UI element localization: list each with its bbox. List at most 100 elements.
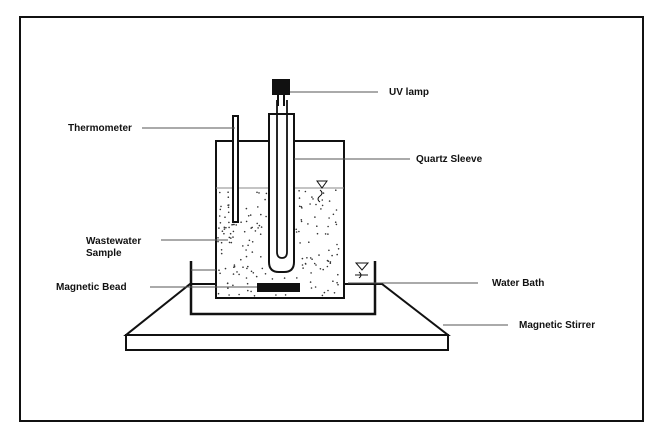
sample-particle <box>309 203 311 205</box>
sample-particle <box>284 294 287 296</box>
sample-particle <box>260 255 262 258</box>
sample-particle <box>326 259 329 262</box>
sample-particle <box>310 272 312 274</box>
quartz-sleeve <box>268 113 295 273</box>
sample-particle <box>329 261 332 263</box>
sample-particle <box>233 223 235 226</box>
sample-particle <box>329 262 332 265</box>
label-uv-lamp: UV lamp <box>389 87 429 98</box>
sample-particle <box>247 215 250 217</box>
sample-particle <box>221 230 224 232</box>
sample-particle <box>295 231 298 233</box>
sample-particle <box>335 189 337 191</box>
sample-particle <box>245 255 248 258</box>
sample-particle <box>275 294 277 296</box>
sample-particle <box>264 273 267 275</box>
sample-particle <box>298 190 300 192</box>
sample-particle <box>233 264 236 266</box>
sample-particle <box>217 240 219 243</box>
sample-particle <box>311 258 313 261</box>
sample-particle <box>265 192 268 195</box>
sample-particle <box>308 241 310 243</box>
sample-particle <box>283 277 286 279</box>
sample-particle <box>227 211 230 214</box>
sample-particle <box>258 192 260 194</box>
sample-particle <box>332 213 335 216</box>
sample-particle <box>242 245 244 247</box>
leader-lines <box>142 91 508 326</box>
sample-particle <box>306 257 308 259</box>
sample-particle <box>321 199 324 201</box>
sample-particle <box>323 291 326 294</box>
sample-particle <box>301 257 304 260</box>
sample-particle <box>232 230 235 233</box>
sample-particle <box>240 258 242 261</box>
sample-particle <box>324 233 327 235</box>
sample-particle <box>309 257 312 259</box>
sample-particle <box>334 221 337 223</box>
sample-particle <box>246 267 248 270</box>
sample-particle <box>217 237 219 239</box>
sample-particle <box>245 207 248 210</box>
sample-particle <box>261 267 264 270</box>
sample-particle <box>238 273 240 276</box>
sample-particle <box>246 282 249 285</box>
sample-particle <box>260 213 262 216</box>
sample-particle <box>245 249 247 251</box>
sample-particle <box>230 241 233 244</box>
sample-particle <box>328 249 330 252</box>
sample-level-indicator <box>316 180 328 203</box>
sample-particle <box>310 287 313 289</box>
sample-particle <box>249 214 252 216</box>
sample-particle <box>250 270 253 273</box>
sample-particle <box>223 232 225 235</box>
sample-particle <box>235 224 237 226</box>
sample-particle <box>307 223 309 225</box>
sample-particle <box>231 224 233 226</box>
sample-particle <box>228 294 230 296</box>
sample-particle <box>315 264 317 266</box>
sample-particle <box>228 226 230 229</box>
sample-particle <box>318 254 320 256</box>
sample-particle <box>322 268 325 271</box>
sample-particle <box>331 254 333 257</box>
magnetic-bead <box>257 283 300 292</box>
sample-particle <box>295 228 298 231</box>
sample-particle <box>240 221 242 223</box>
sample-particle <box>218 215 221 217</box>
sample-particle <box>327 233 329 235</box>
sample-particle <box>242 266 244 269</box>
sample-particle <box>230 237 232 239</box>
sample-particle <box>327 289 329 292</box>
sample-particle <box>259 233 262 235</box>
sample-particle <box>260 226 263 228</box>
sample-particle <box>336 281 338 284</box>
uv-lamp <box>272 79 290 106</box>
sample-particle <box>247 244 249 247</box>
sample-particle <box>251 251 254 253</box>
sample-particle <box>309 281 312 283</box>
sample-particle <box>264 198 266 201</box>
sample-particle <box>337 283 339 286</box>
sample-particle <box>243 230 246 233</box>
sample-particle <box>302 267 304 269</box>
sample-particle <box>232 273 235 275</box>
sample-particle <box>300 219 303 221</box>
sample-particle <box>333 292 336 294</box>
sample-particle <box>336 243 338 246</box>
sample-particle <box>220 249 223 251</box>
label-quartz-sleeve: Quartz Sleeve <box>416 154 483 165</box>
sample-particle <box>219 222 222 224</box>
sample-particle <box>223 228 226 230</box>
sample-particle <box>218 269 220 272</box>
sample-particle <box>247 265 249 268</box>
sample-particle <box>304 190 307 193</box>
sample-particle <box>226 282 229 285</box>
sample-particle <box>224 216 226 218</box>
sample-particle <box>225 226 227 229</box>
thermometer <box>232 115 239 223</box>
sample-particle <box>313 262 316 265</box>
sample-particle <box>335 209 338 211</box>
